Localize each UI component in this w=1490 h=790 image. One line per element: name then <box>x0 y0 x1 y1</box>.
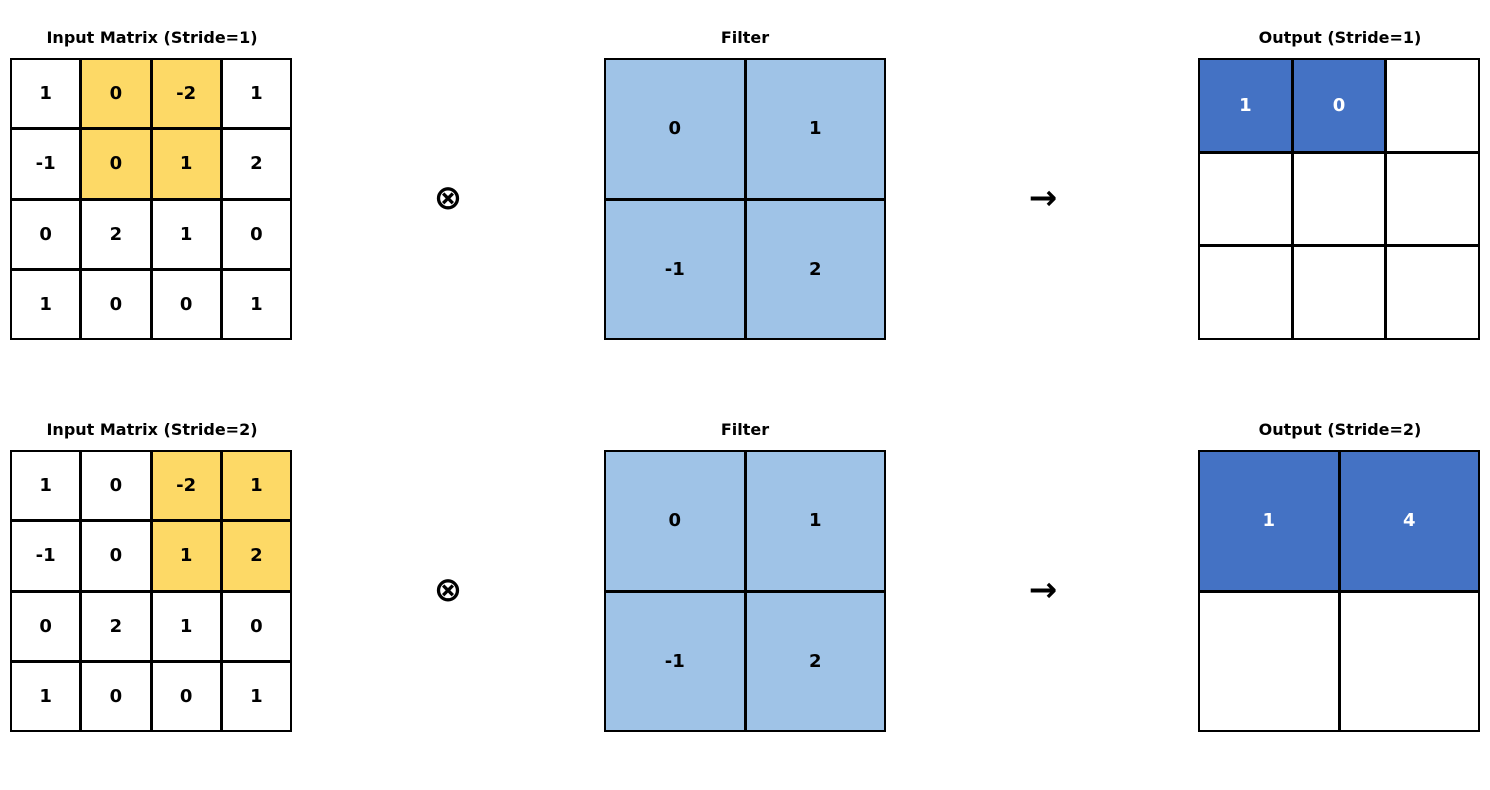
filter-cell: -1 <box>606 200 744 338</box>
arrow-right-icon: → <box>1028 570 1058 610</box>
arrow-right-icon: → <box>1028 178 1058 218</box>
input-cell: 0 <box>152 270 220 338</box>
convolve-operator-icon: ⊗ <box>433 178 463 218</box>
input-cell: 1 <box>12 270 80 338</box>
input-cell: 0 <box>82 522 150 590</box>
input-cell: -2 <box>152 60 220 128</box>
input-cell: 1 <box>222 60 290 128</box>
input-cell: 0 <box>12 200 80 268</box>
input-cell: 0 <box>12 592 80 660</box>
filter-title-row2: Filter <box>720 420 770 439</box>
output-cell: 1 <box>1200 60 1291 151</box>
input-cell: 1 <box>12 662 80 730</box>
output-cell <box>1293 247 1385 338</box>
input-cell: 0 <box>222 592 290 660</box>
output-cell: 0 <box>1293 60 1385 151</box>
input-cell: 1 <box>152 522 220 590</box>
input-cell: 1 <box>152 200 220 268</box>
filter-cell: 0 <box>606 60 744 198</box>
filter-cell: 1 <box>746 452 884 590</box>
filter-cell: 2 <box>746 592 884 730</box>
input-cell: 0 <box>82 60 150 128</box>
input-cell: 2 <box>222 522 290 590</box>
input-cell: 0 <box>82 662 150 730</box>
output-cell <box>1340 592 1478 730</box>
input-cell: 2 <box>222 130 290 198</box>
input-cell: 1 <box>152 592 220 660</box>
filter-title-row1: Filter <box>720 28 770 47</box>
input-cell: 0 <box>82 270 150 338</box>
output-cell <box>1387 247 1478 338</box>
output-cell <box>1200 153 1291 245</box>
output-cell <box>1200 592 1338 730</box>
filter-cell: -1 <box>606 592 744 730</box>
output-title-row1: Output (Stride=1) <box>1258 28 1422 47</box>
output-cell <box>1200 247 1291 338</box>
convolve-operator-icon: ⊗ <box>433 570 463 610</box>
input-cell: 1 <box>222 452 290 520</box>
input-cell: 0 <box>82 130 150 198</box>
filter-cell: 0 <box>606 452 744 590</box>
input-cell: -1 <box>12 522 80 590</box>
input-cell: 0 <box>222 200 290 268</box>
input-cell: -2 <box>152 452 220 520</box>
input-matrix-title-row1: Input Matrix (Stride=1) <box>46 28 258 47</box>
input-matrix-title-row2: Input Matrix (Stride=2) <box>46 420 258 439</box>
input-cell: 1 <box>152 130 220 198</box>
output-cell: 4 <box>1340 452 1478 590</box>
filter-cell: 1 <box>746 60 884 198</box>
output-cell <box>1387 60 1478 151</box>
input-cell: 0 <box>82 452 150 520</box>
filter-cell: 2 <box>746 200 884 338</box>
output-cell <box>1293 153 1385 245</box>
output-title-row2: Output (Stride=2) <box>1258 420 1422 439</box>
input-cell: 1 <box>222 270 290 338</box>
input-cell: -1 <box>12 130 80 198</box>
output-cell: 1 <box>1200 452 1338 590</box>
input-cell: 2 <box>82 200 150 268</box>
input-cell: 2 <box>82 592 150 660</box>
input-cell: 1 <box>12 452 80 520</box>
input-cell: 1 <box>12 60 80 128</box>
output-cell <box>1387 153 1478 245</box>
input-cell: 1 <box>222 662 290 730</box>
input-cell: 0 <box>152 662 220 730</box>
